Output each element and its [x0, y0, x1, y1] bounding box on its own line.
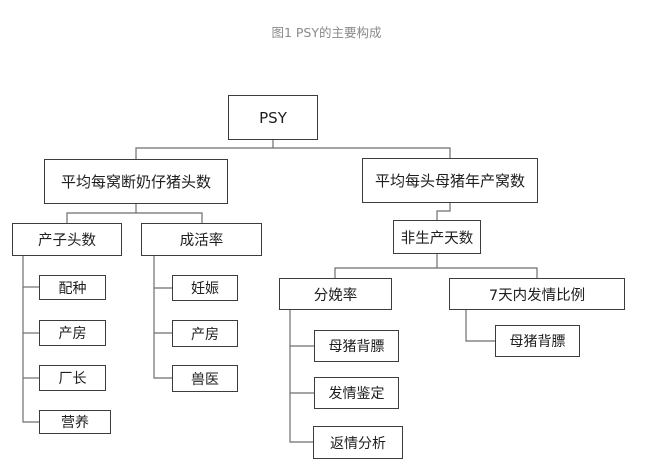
node-estrus-within-7-days: 7天内发情比例 — [449, 278, 625, 310]
node-litter-size: 产子头数 — [12, 223, 122, 256]
connector-left-to-chanzi — [66, 212, 203, 223]
leaf-estrus-detection: 发情鉴定 — [314, 377, 399, 409]
node-survival-rate: 成活率 — [141, 223, 262, 256]
connector-right-to-feishengchan — [436, 203, 451, 220]
connector-fq7-bracket — [465, 310, 495, 342]
leaf-sow-backfat-1: 母猪背膘 — [314, 330, 399, 362]
connector-chenghuo-bracket — [153, 256, 172, 379]
connector-fenmian-bracket — [289, 310, 313, 443]
leaf-farrowing-room-2: 产房 — [172, 320, 238, 347]
leaf-nutrition: 营养 — [39, 410, 111, 434]
connector-root-left — [135, 140, 274, 159]
node-non-productive-days: 非生产天数 — [393, 220, 481, 254]
leaf-farrowing-room-1: 产房 — [39, 320, 106, 346]
node-avg-litters-per-sow-per-year: 平均每头母猪年产窝数 — [362, 158, 538, 203]
connector-feishengchan-children — [334, 267, 538, 278]
node-farrowing-rate: 分娩率 — [279, 278, 392, 310]
leaf-veterinarian: 兽医 — [172, 365, 238, 392]
node-avg-weaned-piglets-per-litter: 平均每窝断奶仔猪头数 — [44, 159, 228, 204]
leaf-sow-backfat-2: 母猪背膘 — [495, 325, 580, 357]
leaf-farm-manager: 厂长 — [39, 365, 106, 391]
leaf-return-estrus-analysis: 返情分析 — [313, 426, 403, 459]
connector-chanzi-bracket — [22, 256, 39, 423]
figure-caption: 图1 PSY的主要构成 — [271, 25, 382, 40]
leaf-gestation: 妊娠 — [172, 275, 238, 301]
node-psy: PSY — [228, 95, 318, 140]
leaf-breeding: 配种 — [39, 275, 106, 300]
connector-root-right — [273, 147, 451, 158]
